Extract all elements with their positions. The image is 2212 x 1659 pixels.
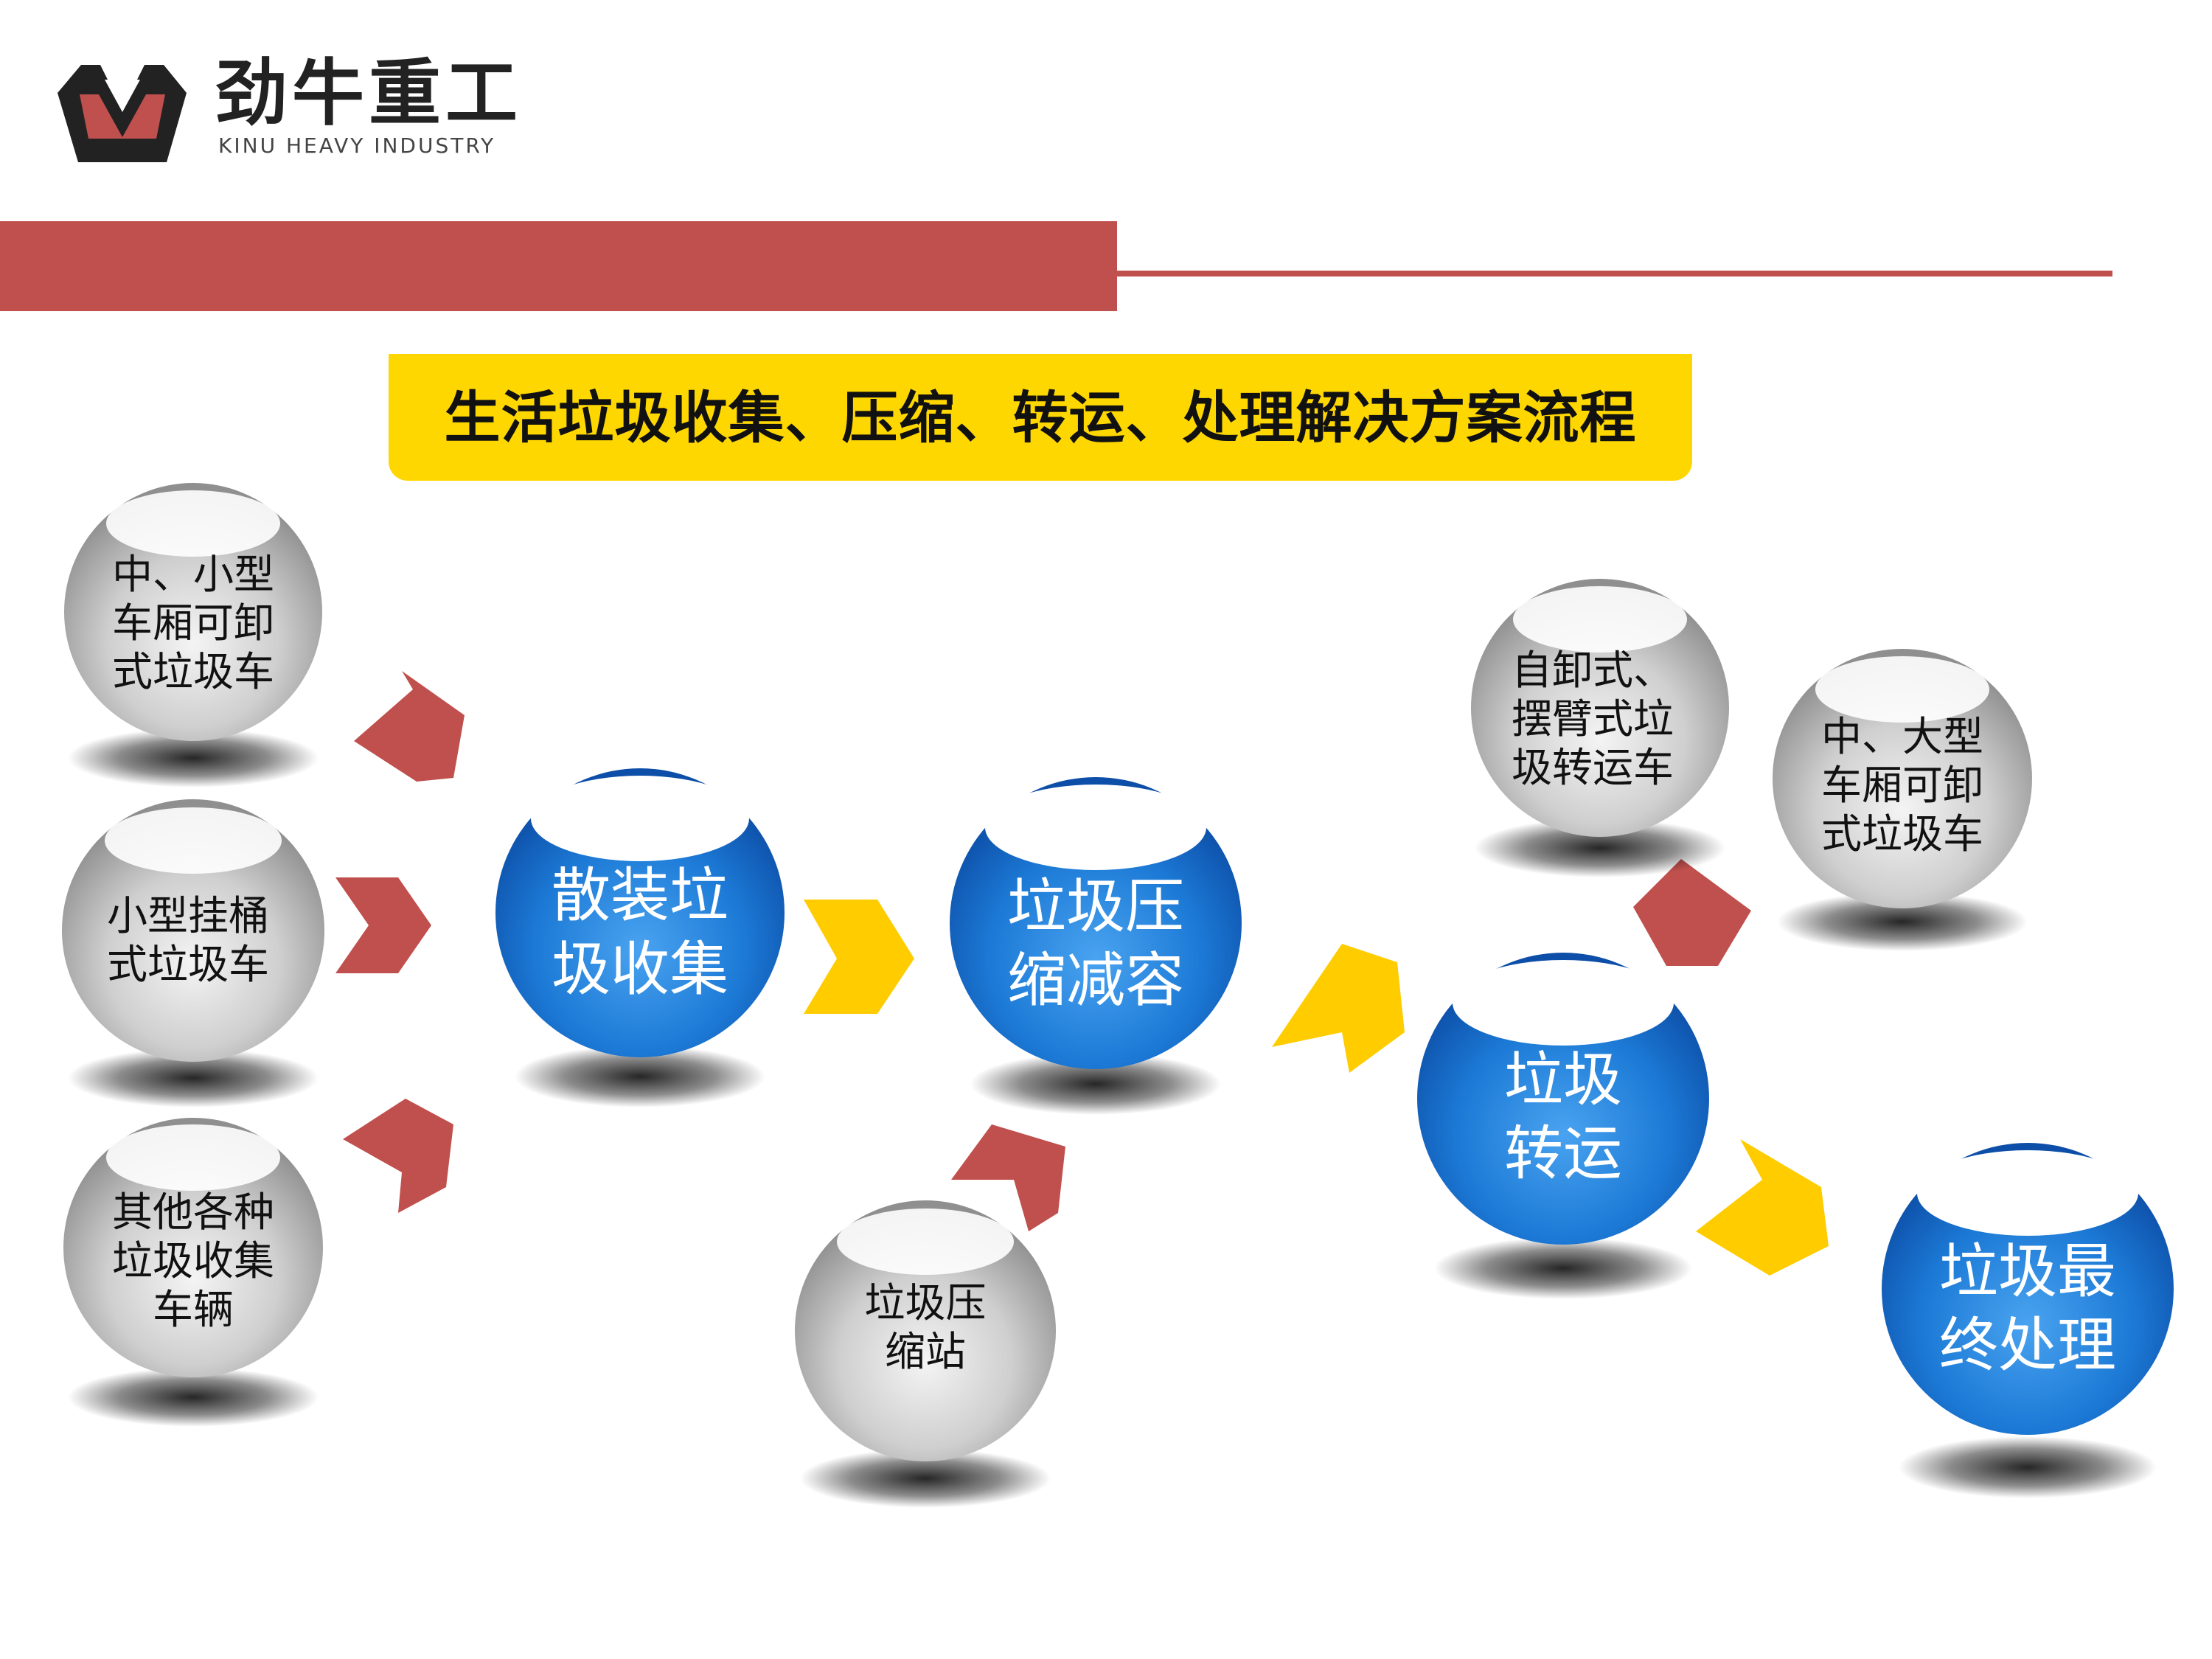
label-other-vehicles: 其他各种 垃圾收集 车辆 — [111, 1189, 274, 1333]
label-bulk-collection: 散装垃 圾收集 — [552, 861, 728, 1004]
node-highlight — [1917, 1150, 2138, 1236]
node-shadow — [1899, 1436, 2157, 1498]
arrow-1-red — [354, 671, 465, 782]
arrow-5-red — [951, 1124, 1065, 1231]
kinu-logo-icon — [58, 65, 187, 162]
arrow-4-yellow — [804, 900, 914, 1014]
node-highlight — [1815, 656, 1989, 723]
node-shadow — [1434, 1237, 1692, 1299]
node-highlight — [106, 490, 280, 557]
node-shadow — [1777, 892, 2028, 951]
node-highlight — [985, 785, 1206, 870]
node-shadow — [970, 1053, 1221, 1115]
node-swing-arm-transfer — [1471, 579, 1729, 837]
arrow-8-yellow — [1696, 1139, 1829, 1276]
node-other-vehicles — [63, 1118, 323, 1377]
brand-name-en: KINU HEAVY INDUSTRY — [218, 133, 496, 158]
page-title: 生活垃圾收集、压缩、转运、处理解决方案流程 — [444, 385, 1637, 451]
arrow-3-red — [343, 1099, 453, 1213]
label-final-treatment: 垃圾最 终处理 — [1939, 1237, 2116, 1380]
title-banner — [389, 354, 1692, 481]
arrow-2-red — [335, 877, 431, 973]
node-shadow — [800, 1449, 1051, 1508]
label-transfer: 垃圾 转运 — [1504, 1046, 1622, 1188]
label-small-medium-detachable: 中、小型 车厢可卸 式垃圾车 — [111, 551, 274, 695]
arrow-7-red — [1633, 859, 1751, 966]
node-highlight — [1513, 586, 1687, 653]
node-compression-station — [795, 1200, 1056, 1461]
node-medium-large-detachable — [1773, 649, 2032, 908]
label-medium-large-detachable: 中、大型 车厢可卸 式垃圾车 — [1820, 713, 1983, 858]
node-highlight — [837, 1208, 1014, 1275]
node-small-medium-detachable — [64, 483, 322, 741]
node-small-bucket — [62, 799, 324, 1062]
arrow-6-yellow — [1272, 944, 1405, 1073]
header-line — [1117, 271, 2112, 276]
node-shadow — [68, 1048, 319, 1107]
label-compression: 垃圾压 缩减容 — [1007, 872, 1184, 1015]
node-highlight — [105, 807, 282, 874]
node-highlight — [1453, 960, 1674, 1046]
node-shadow — [68, 1368, 319, 1427]
node-shadow — [68, 728, 319, 787]
label-small-bucket: 小型挂桶 式垃圾车 — [106, 892, 269, 988]
node-highlight — [531, 776, 749, 861]
node-shadow — [515, 1046, 765, 1107]
node-highlight — [106, 1124, 280, 1191]
label-compression-station: 垃圾压 缩站 — [864, 1279, 987, 1375]
brand-name-cn: 劲牛重工 — [215, 52, 523, 136]
label-swing-arm-transfer: 自卸式、 摆臂式垃 圾转运车 — [1511, 647, 1674, 791]
node-shadow — [1475, 818, 1725, 877]
header-band — [0, 221, 1117, 311]
